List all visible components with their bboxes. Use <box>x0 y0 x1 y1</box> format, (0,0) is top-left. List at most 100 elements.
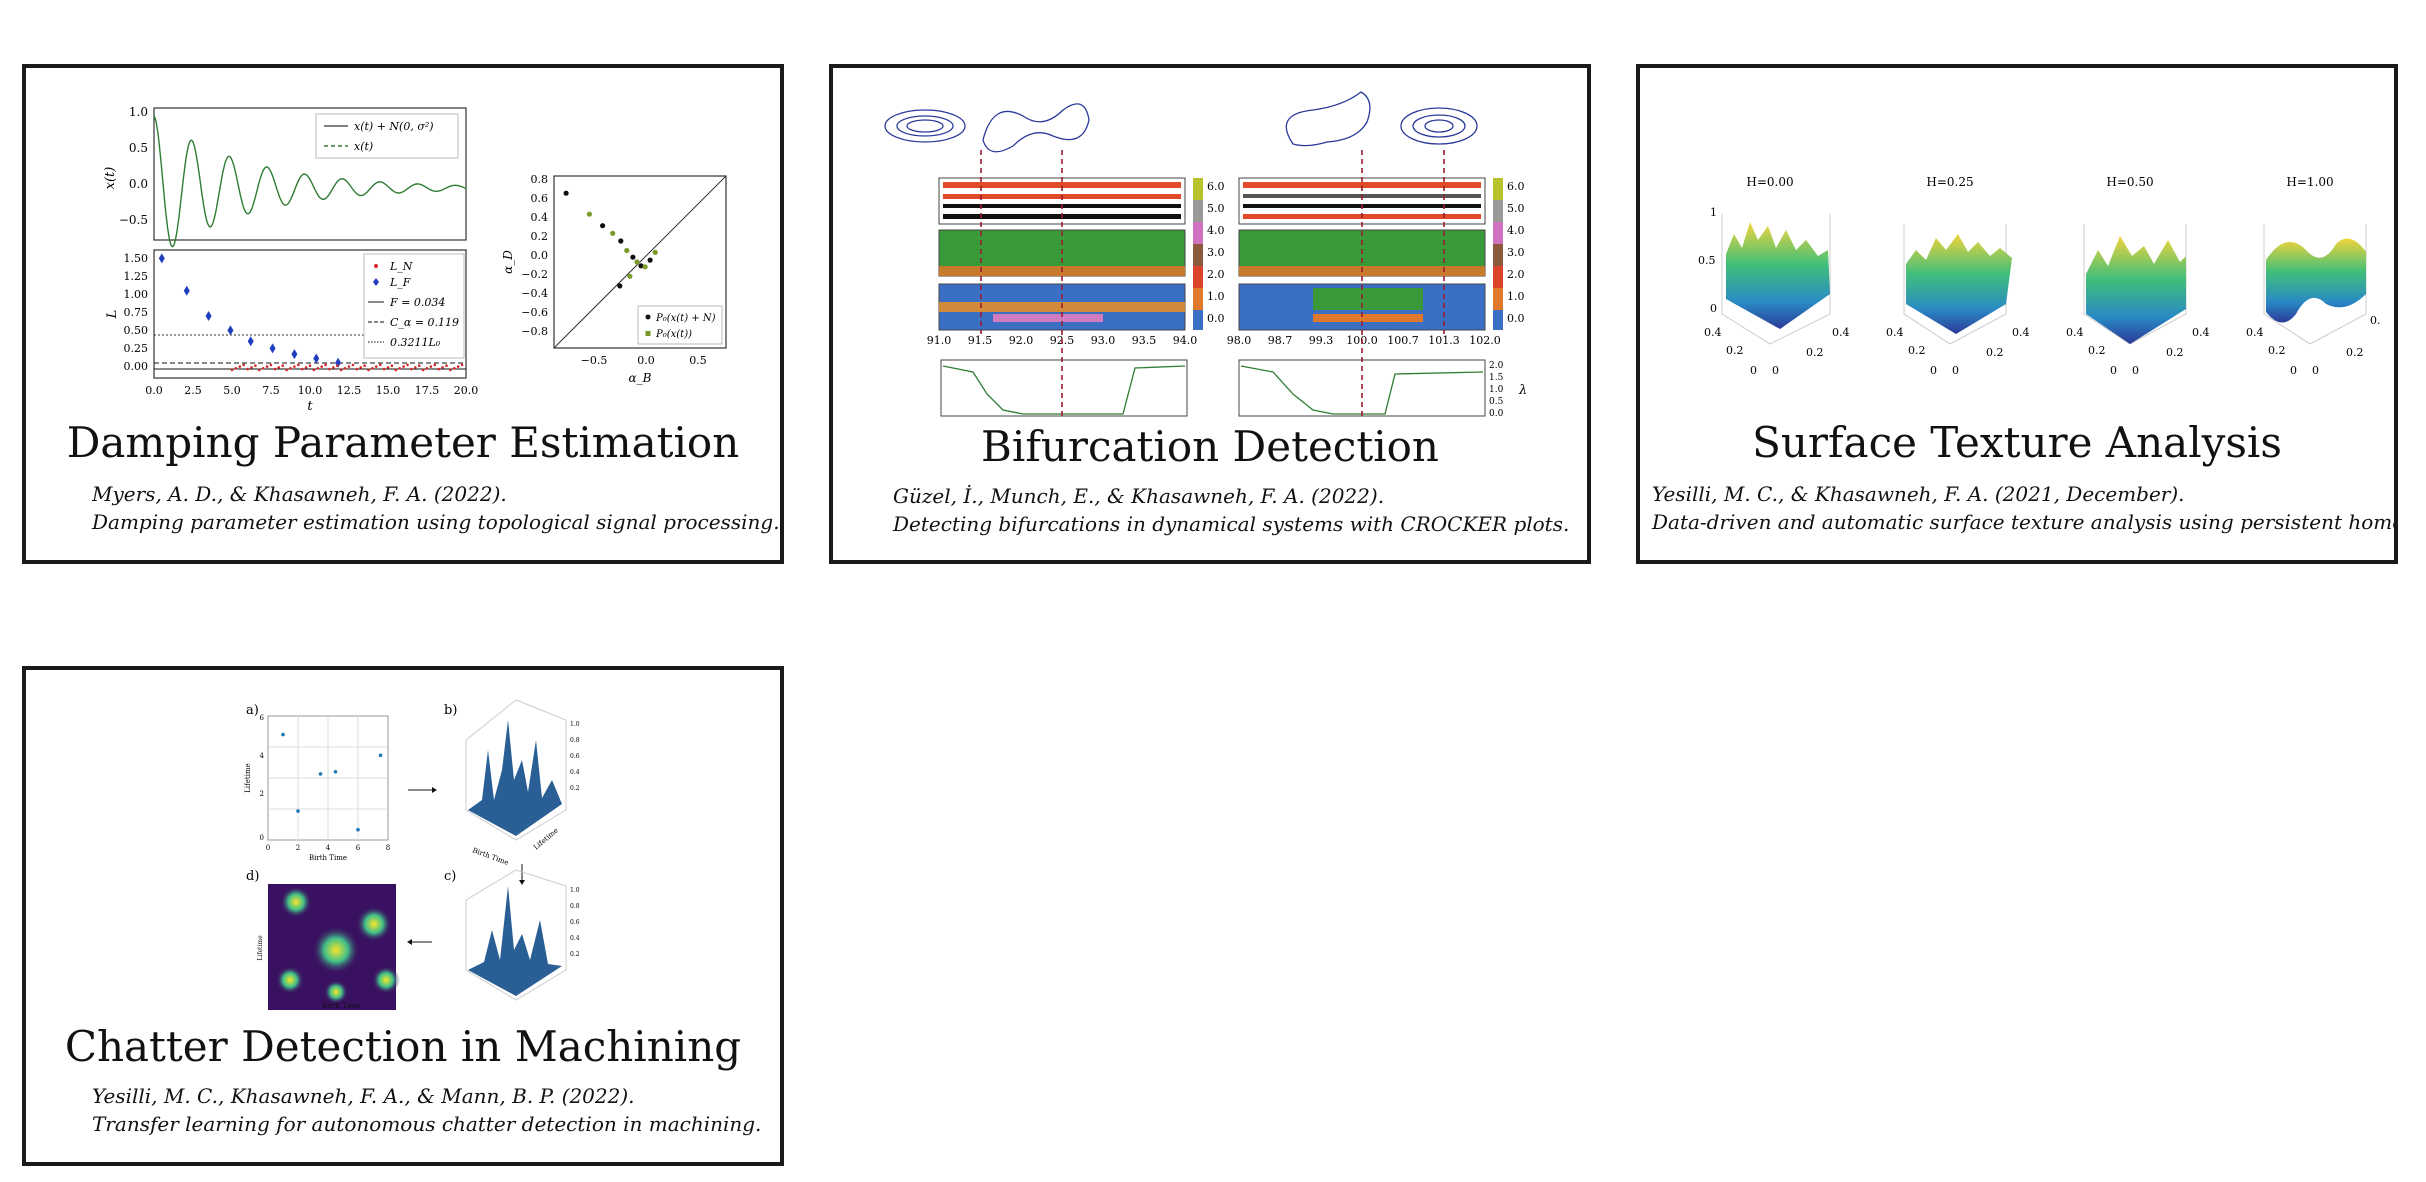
top-legend-box <box>315 113 459 159</box>
ln-point <box>441 366 444 369</box>
lf-point <box>183 285 190 296</box>
right-ytick: 0.0 <box>531 249 549 262</box>
ln-point <box>382 367 386 371</box>
ln-point <box>289 367 292 370</box>
bottom-xtick: 5.0 <box>223 384 241 397</box>
xy-tick: 0 <box>2132 364 2139 377</box>
colorbar-tick: 0.0 <box>1207 312 1225 325</box>
persistence-point <box>610 230 616 236</box>
project-card-surface[interactable]: H=0.00 1 0.5 0 0.4 0.2 0 0 0.2 0.4 H=0.2… <box>1636 64 2398 564</box>
xy-tick: 0 <box>1930 364 1937 377</box>
bottom-ytick: 0.00 <box>124 360 149 373</box>
ln-point <box>308 364 312 368</box>
card-title: Damping Parameter Estimation <box>66 418 740 467</box>
ln-point <box>343 367 347 370</box>
card-title: Chatter Detection in Machining <box>64 1022 742 1071</box>
persistence-point <box>586 211 593 217</box>
attractor-sketch <box>1400 107 1478 145</box>
z-tick: 0 <box>1710 302 1717 315</box>
ln-point <box>402 365 405 368</box>
chatter-figure: a) 0 2 4 6 8 6 4 2 0 Birth Time Lifetime… <box>244 699 580 1010</box>
colorbar-tick: 2.0 <box>1507 268 1525 281</box>
xy-tick: 0 <box>2312 364 2319 377</box>
top-legend-item: x(t) <box>354 140 373 153</box>
right-xlabel: α_B <box>629 371 652 385</box>
xy-tick: 0.4 <box>2246 326 2264 339</box>
ln-point <box>328 367 331 371</box>
colorbar-tick: 3.0 <box>1507 246 1525 259</box>
ln-point <box>386 366 390 369</box>
ln-point <box>242 363 245 367</box>
persistence-point <box>638 263 644 269</box>
xy-tick: 0.4 <box>2370 314 2380 327</box>
lambda-line-right <box>1240 365 1484 415</box>
right-xtick: 100.7 <box>1387 334 1419 347</box>
right-ytick: −0.4 <box>521 287 548 300</box>
lf-points <box>158 253 342 368</box>
right-xtick: 101.3 <box>1428 334 1460 347</box>
colorbar-tick: 5.0 <box>1507 202 1525 215</box>
ln-point <box>258 368 261 372</box>
persistence-point <box>624 247 630 254</box>
citation-title: Transfer learning for autonomous chatter… <box>92 1112 762 1136</box>
xy-tick: 0.2 <box>2346 346 2364 359</box>
panel-label: b) <box>444 703 457 718</box>
colorbar-tick: 2.0 <box>1207 268 1225 281</box>
xy-tick: 0 <box>2110 364 2117 377</box>
project-card-chatter[interactable]: a) 0 2 4 6 8 6 4 2 0 Birth Time Lifetime… <box>22 666 784 1166</box>
card-title: Bifurcation Detection <box>981 422 1439 471</box>
ln-point <box>312 368 316 372</box>
a-xtick: 6 <box>356 844 361 852</box>
surface-panel-1: H=0.25 0.4 0.2 0 0 0.2 0.4 <box>1886 175 2030 377</box>
ln-point <box>410 367 413 371</box>
citation-title: Detecting bifurcations in dynamical syst… <box>893 512 1570 536</box>
bottom-ytick: 0.25 <box>124 342 149 355</box>
project-card-damping[interactable]: x(t) 1.0 0.5 0.0 −0.5 x(t) + N(0, σ²) x(… <box>22 64 784 564</box>
citation-authors: Myers, A. D., & Khasawneh, F. A. (2022). <box>92 482 507 506</box>
bottom-xtick: 17.5 <box>415 384 440 397</box>
scatter-point <box>378 753 383 758</box>
citation-authors: Güzel, İ., Munch, E., & Khasawneh, F. A.… <box>893 484 1385 508</box>
a-xtick: 0 <box>266 844 270 852</box>
lf-point <box>291 349 298 360</box>
bottom-xtick: 15.0 <box>376 384 401 397</box>
bottom-ytick: 1.00 <box>124 288 149 301</box>
z-tick: 1 <box>1710 206 1717 219</box>
ln-point <box>277 366 281 369</box>
persistence-point <box>652 249 658 255</box>
project-card-bifurcation[interactable]: 6.0 5.0 4.0 3.0 2.0 1.0 0.0 6.0 5.0 4.0 … <box>829 64 1591 564</box>
bottom-legend-box <box>363 253 465 359</box>
ln-point <box>394 368 398 372</box>
ln-point <box>347 365 351 368</box>
surface-panel-0: H=0.00 1 0.5 0 0.4 0.2 0 0 0.2 0.4 <box>1698 175 1850 377</box>
ln-point <box>285 368 288 372</box>
ln-point <box>246 367 249 371</box>
a-xtick: 8 <box>386 844 390 852</box>
xy-tick: 0.2 <box>2088 344 2106 357</box>
ln-point <box>375 365 378 368</box>
ln-point <box>324 363 327 367</box>
scatter-points <box>281 732 383 832</box>
right-ytick: −0.2 <box>521 268 548 281</box>
a-ytick: 2 <box>260 790 264 798</box>
scatter-point <box>318 772 323 776</box>
left-xtick: 92.0 <box>1009 334 1034 347</box>
ln-point <box>371 367 374 370</box>
panel-title: H=0.50 <box>2106 175 2153 189</box>
lambda-tick: 1.5 <box>1489 373 1504 383</box>
xy-tick: 0.4 <box>1704 326 1722 339</box>
scatter-point <box>296 809 300 813</box>
scatter-point <box>333 770 338 774</box>
xy-tick: 0 <box>1952 364 1959 377</box>
b-ztick: 0.4 <box>570 769 580 776</box>
bifurcation-figure: 6.0 5.0 4.0 3.0 2.0 1.0 0.0 6.0 5.0 4.0 … <box>884 91 1527 419</box>
xy-tick: 0.2 <box>1726 344 1744 357</box>
right-xtick: 102.0 <box>1469 334 1501 347</box>
card-title: Surface Texture Analysis <box>1752 418 2282 467</box>
attractor-sketch <box>982 103 1090 153</box>
lambda-plot-left <box>940 359 1188 417</box>
left-xtick: 93.5 <box>1132 334 1157 347</box>
ln-point <box>367 368 370 372</box>
bottom-xtick: 0.0 <box>145 384 163 397</box>
lf-point <box>247 336 254 347</box>
